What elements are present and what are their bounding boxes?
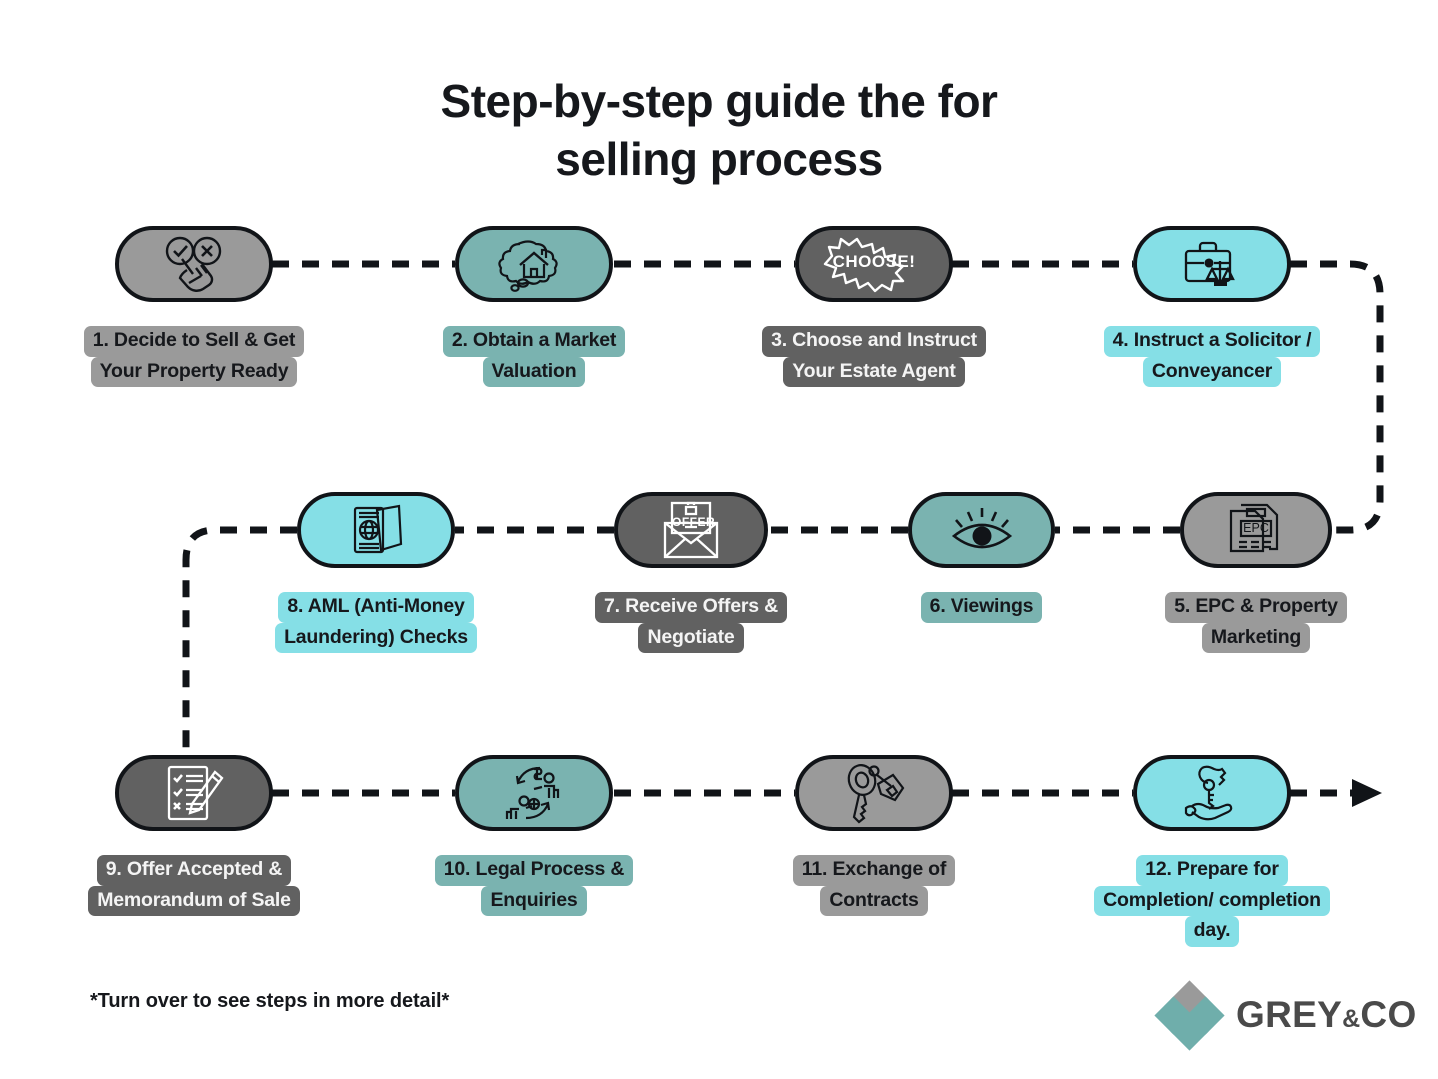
step-8[interactable]: 8. AML (Anti-Money Laundering) Checks — [275, 492, 477, 653]
step-9[interactable]: 9. Offer Accepted & Memorandum of Sale — [88, 755, 300, 916]
money-exchange-icon — [496, 762, 572, 824]
diamond-logo-icon — [1154, 980, 1225, 1051]
step-2-label-line: 2. Obtain a Market — [442, 326, 626, 357]
house-thought-bubble-icon — [498, 234, 570, 294]
brand-wordmark: GREY&CO — [1236, 994, 1417, 1036]
step-4-label-line: 4. Instruct a Solicitor / — [1103, 326, 1321, 357]
step-10-pill[interactable] — [455, 755, 613, 831]
step-7[interactable]: OFFER 7. Receive Offers & Negotiate — [595, 492, 787, 653]
step-4-label-line: Conveyancer — [1142, 356, 1282, 387]
step-8-label-line: Laundering) Checks — [275, 622, 477, 653]
step-6-pill[interactable] — [908, 492, 1055, 568]
step-1[interactable]: 1. Decide to Sell & Get Your Property Re… — [83, 226, 305, 387]
key-handover-icon — [1178, 762, 1246, 824]
step-3-label-line: Your Estate Agent — [783, 356, 965, 387]
choose-starburst-text: CHOOSE! — [832, 252, 916, 271]
step-2-label-line: Valuation — [482, 356, 586, 387]
epc-document-icon: EPC — [1225, 501, 1287, 559]
offer-envelope-icon: OFFER — [659, 499, 723, 561]
step-4-pill[interactable] — [1133, 226, 1291, 302]
step-5-pill[interactable]: EPC — [1180, 492, 1332, 568]
page-title: Step-by-step guide the for selling proce… — [440, 75, 998, 186]
step-12-pill[interactable] — [1133, 755, 1291, 831]
step-6[interactable]: 6. Viewings — [908, 492, 1055, 623]
step-12[interactable]: 12. Prepare for Completion/ completion d… — [1094, 755, 1330, 947]
eye-icon — [942, 504, 1022, 556]
brand-suffix: CO — [1360, 994, 1417, 1035]
brand-ampersand: & — [1342, 1005, 1361, 1033]
step-11-label-line: Contracts — [820, 885, 928, 916]
step-4-label: 4. Instruct a Solicitor / Conveyancer — [1085, 326, 1339, 387]
step-10-label-line: 10. Legal Process & — [434, 855, 634, 886]
step-5[interactable]: EPC 5. EPC & Property Marketing — [1165, 492, 1347, 653]
step-1-label-line: 1. Decide to Sell & Get — [83, 326, 305, 357]
flow-arrowhead — [1352, 779, 1382, 807]
step-9-label: 9. Offer Accepted & Memorandum of Sale — [72, 855, 316, 916]
step-9-label-line: 9. Offer Accepted & — [96, 855, 292, 886]
step-9-pill[interactable] — [115, 755, 273, 831]
step-11-label-line: 11. Exchange of — [792, 855, 956, 886]
step-7-label-line: 7. Receive Offers & — [595, 592, 787, 623]
step-8-label: 8. AML (Anti-Money Laundering) Checks — [253, 592, 499, 653]
checklist-pencil-icon — [161, 762, 227, 824]
step-6-label-line: 6. Viewings — [920, 592, 1043, 623]
step-10-label-line: Enquiries — [481, 885, 587, 916]
step-12-label: 12. Prepare for Completion/ completion d… — [1074, 855, 1350, 947]
step-5-label: 5. EPC & Property Marketing — [1144, 592, 1368, 653]
offer-text: OFFER — [672, 515, 716, 529]
step-3-pill[interactable]: CHOOSE! — [795, 226, 953, 302]
house-keys-icon — [839, 762, 909, 824]
step-12-label-line: 12. Prepare for — [1136, 855, 1288, 886]
step-4[interactable]: 4. Instruct a Solicitor / Conveyancer — [1103, 226, 1321, 387]
briefcase-scales-icon — [1176, 235, 1248, 293]
step-5-label-line: 5. EPC & Property — [1165, 592, 1347, 623]
step-12-label-line: Completion/ completion — [1094, 885, 1330, 916]
passport-documents-icon — [343, 500, 409, 560]
step-12-label-line: day. — [1184, 916, 1240, 947]
step-10[interactable]: 10. Legal Process & Enquiries — [434, 755, 634, 916]
step-3-label-line: 3. Choose and Instruct — [762, 326, 986, 357]
step-3[interactable]: CHOOSE! 3. Choose and Instruct Your Esta… — [762, 226, 986, 387]
step-7-label-line: Negotiate — [638, 622, 744, 653]
step-7-label: 7. Receive Offers & Negotiate — [574, 592, 808, 653]
step-1-label-line: Your Property Ready — [90, 356, 298, 387]
step-7-pill[interactable]: OFFER — [614, 492, 768, 568]
epc-text: EPC — [1243, 521, 1269, 535]
footnote: *Turn over to see steps in more detail* — [90, 990, 450, 1012]
step-10-label: 10. Legal Process & Enquiries — [416, 855, 652, 916]
step-1-label: 1. Decide to Sell & Get Your Property Re… — [65, 326, 323, 387]
step-11-pill[interactable] — [795, 755, 953, 831]
step-2[interactable]: 2. Obtain a Market Valuation — [442, 226, 626, 387]
step-3-label: 3. Choose and Instruct Your Estate Agent — [751, 326, 997, 387]
step-6-label: 6. Viewings — [899, 592, 1064, 623]
step-2-pill[interactable] — [455, 226, 613, 302]
step-11-label: 11. Exchange of Contracts — [773, 855, 975, 916]
brand-logo: GREY&CO — [1154, 980, 1417, 1051]
step-1-pill[interactable] — [115, 226, 273, 302]
step-8-label-line: 8. AML (Anti-Money — [278, 592, 474, 623]
brand-name: GREY — [1236, 994, 1343, 1035]
approve-reject-tap-icon — [160, 235, 228, 293]
choose-starburst-icon: CHOOSE! — [819, 235, 929, 293]
step-2-label: 2. Obtain a Market Valuation — [426, 326, 642, 387]
step-8-pill[interactable] — [297, 492, 455, 568]
step-9-label-line: Memorandum of Sale — [88, 885, 300, 916]
step-11[interactable]: 11. Exchange of Contracts — [792, 755, 956, 916]
step-5-label-line: Marketing — [1201, 622, 1311, 653]
